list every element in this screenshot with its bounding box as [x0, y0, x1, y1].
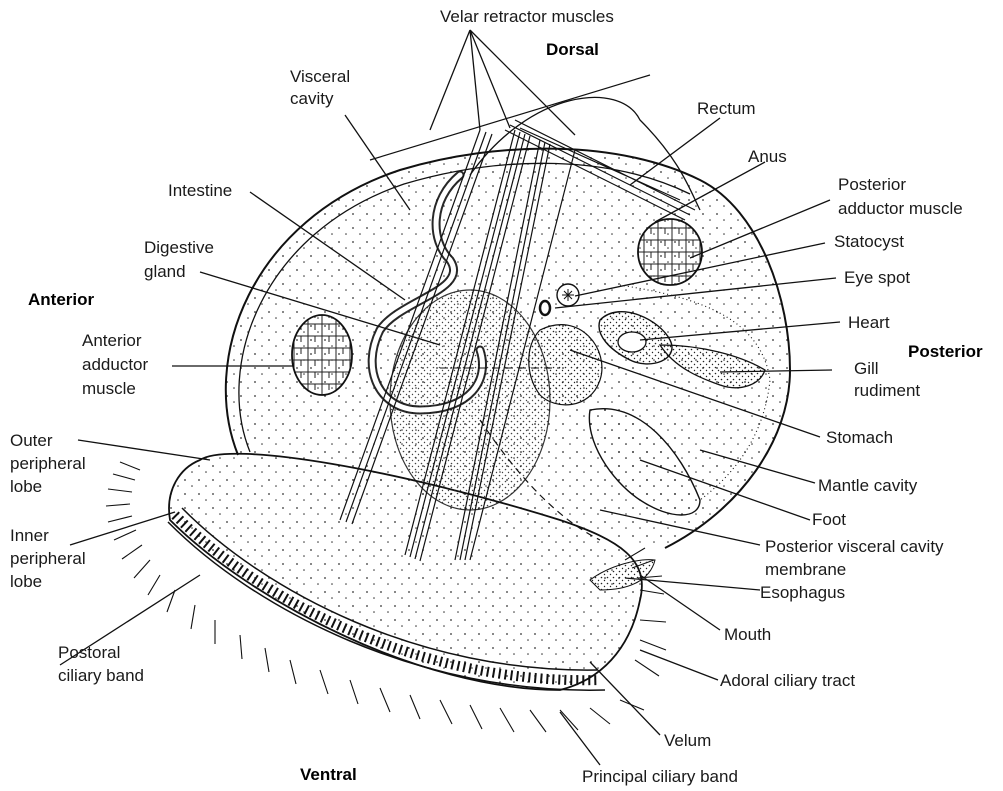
label-gill-rudiment-1: Gill: [854, 358, 879, 379]
posterior-adductor-shape: [638, 219, 702, 285]
orientation-posterior: Posterior: [908, 342, 983, 362]
label-velar-retractor-muscles: Velar retractor muscles: [440, 6, 614, 27]
label-posterior-adductor-2: adductor muscle: [838, 198, 963, 219]
orientation-dorsal: Dorsal: [546, 40, 599, 60]
orientation-ventral: Ventral: [300, 765, 357, 785]
label-postoral-ciliary-band-1: Postoral: [58, 642, 120, 663]
label-postoral-ciliary-band-2: ciliary band: [58, 665, 144, 686]
eye-spot-shape: [540, 301, 550, 315]
label-inner-peripheral-lobe-3: lobe: [10, 571, 42, 592]
label-anterior-adductor-3: muscle: [82, 378, 136, 399]
label-statocyst: Statocyst: [834, 231, 904, 252]
label-adoral-ciliary-tract: Adoral ciliary tract: [720, 670, 855, 691]
label-heart: Heart: [848, 312, 890, 333]
label-outer-peripheral-lobe-1: Outer: [10, 430, 53, 451]
label-outer-peripheral-lobe-2: peripheral: [10, 453, 86, 474]
label-foot: Foot: [812, 509, 846, 530]
label-velum: Velum: [664, 730, 711, 751]
label-esophagus: Esophagus: [760, 582, 845, 603]
label-inner-peripheral-lobe-1: Inner: [10, 525, 49, 546]
label-stomach: Stomach: [826, 427, 893, 448]
label-posterior-visceral-membrane-2: membrane: [765, 559, 846, 580]
label-mantle-cavity: Mantle cavity: [818, 475, 917, 496]
orientation-anterior: Anterior: [28, 290, 94, 310]
label-anterior-adductor-2: adductor: [82, 354, 148, 375]
label-posterior-visceral-membrane-1: Posterior visceral cavity: [765, 536, 944, 557]
label-anterior-adductor-1: Anterior: [82, 330, 142, 351]
label-anus: Anus: [748, 146, 787, 167]
label-gill-rudiment-2: rudiment: [854, 380, 920, 401]
label-intestine: Intestine: [168, 180, 232, 201]
label-visceral-cavity-2: cavity: [290, 88, 333, 109]
label-mouth: Mouth: [724, 624, 771, 645]
label-inner-peripheral-lobe-2: peripheral: [10, 548, 86, 569]
label-visceral-cavity-1: Visceral: [290, 66, 350, 87]
label-outer-peripheral-lobe-3: lobe: [10, 476, 42, 497]
label-digestive-gland-2: gland: [144, 261, 186, 282]
label-principal-ciliary-band: Principal ciliary band: [582, 766, 738, 787]
label-digestive-gland-1: Digestive: [144, 237, 214, 258]
heart-chamber: [618, 332, 646, 352]
label-eye-spot: Eye spot: [844, 267, 910, 288]
label-posterior-adductor-1: Posterior: [838, 174, 906, 195]
anterior-adductor-shape: [292, 315, 352, 395]
label-rectum: Rectum: [697, 98, 756, 119]
